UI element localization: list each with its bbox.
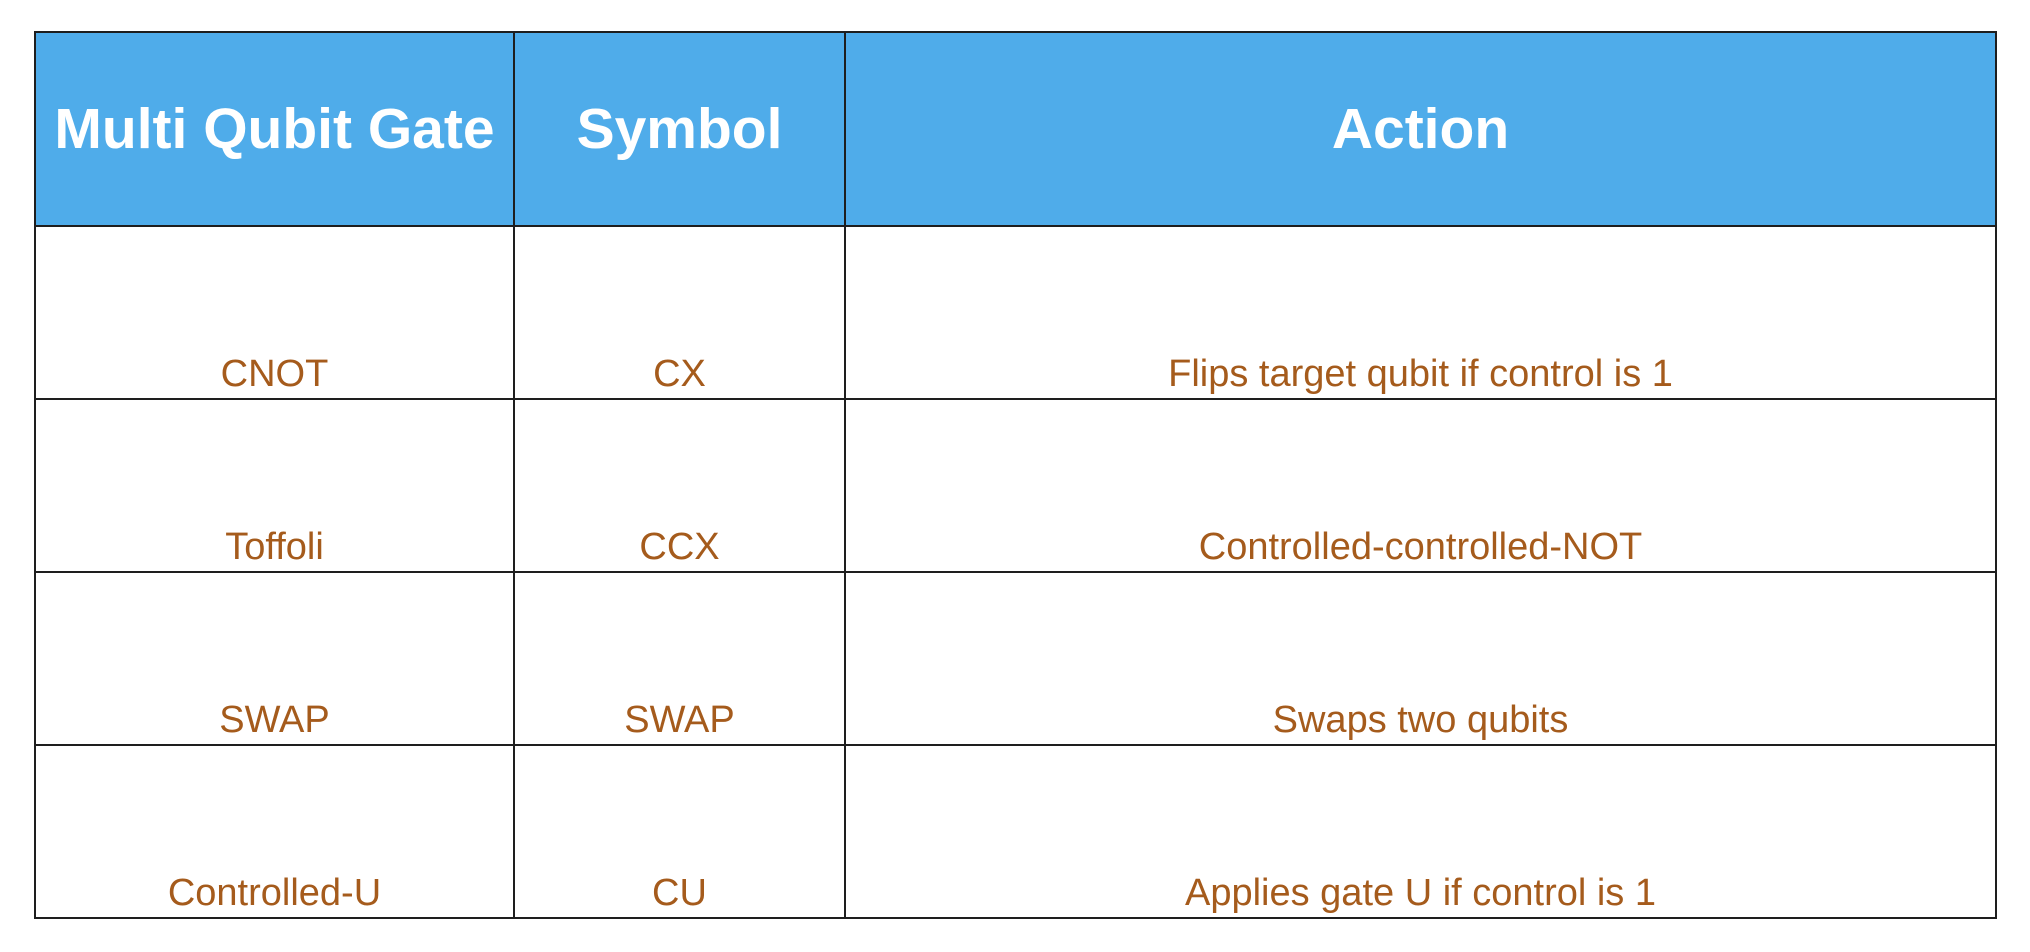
header-symbol: Symbol	[513, 31, 846, 227]
table-header: Multi Qubit Gate Symbol Action	[34, 31, 1997, 227]
header-action: Action	[844, 31, 1997, 227]
header-row: Multi Qubit Gate Symbol Action	[34, 31, 1997, 227]
header-gate: Multi Qubit Gate	[34, 31, 515, 227]
cell-symbol: SWAP	[513, 571, 846, 746]
cell-action: Controlled-controlled-NOT	[844, 398, 1997, 573]
cell-gate: Controlled-U	[34, 744, 515, 919]
table-row: SWAP SWAP Swaps two qubits	[34, 571, 1997, 746]
cell-gate: CNOT	[34, 225, 515, 400]
table-container: Multi Qubit Gate Symbol Action CNOT CX F…	[34, 31, 1997, 919]
table-row: Toffoli CCX Controlled-controlled-NOT	[34, 398, 1997, 573]
cell-action: Applies gate U if control is 1	[844, 744, 1997, 919]
cell-symbol: CX	[513, 225, 846, 400]
table-row: Controlled-U CU Applies gate U if contro…	[34, 744, 1997, 919]
table-body: CNOT CX Flips target qubit if control is…	[34, 225, 1997, 919]
table-row: CNOT CX Flips target qubit if control is…	[34, 225, 1997, 400]
cell-gate: SWAP	[34, 571, 515, 746]
cell-action: Flips target qubit if control is 1	[844, 225, 1997, 400]
cell-action: Swaps two qubits	[844, 571, 1997, 746]
cell-symbol: CCX	[513, 398, 846, 573]
cell-gate: Toffoli	[34, 398, 515, 573]
cell-symbol: CU	[513, 744, 846, 919]
multi-qubit-gates-table: Multi Qubit Gate Symbol Action CNOT CX F…	[34, 31, 1997, 919]
